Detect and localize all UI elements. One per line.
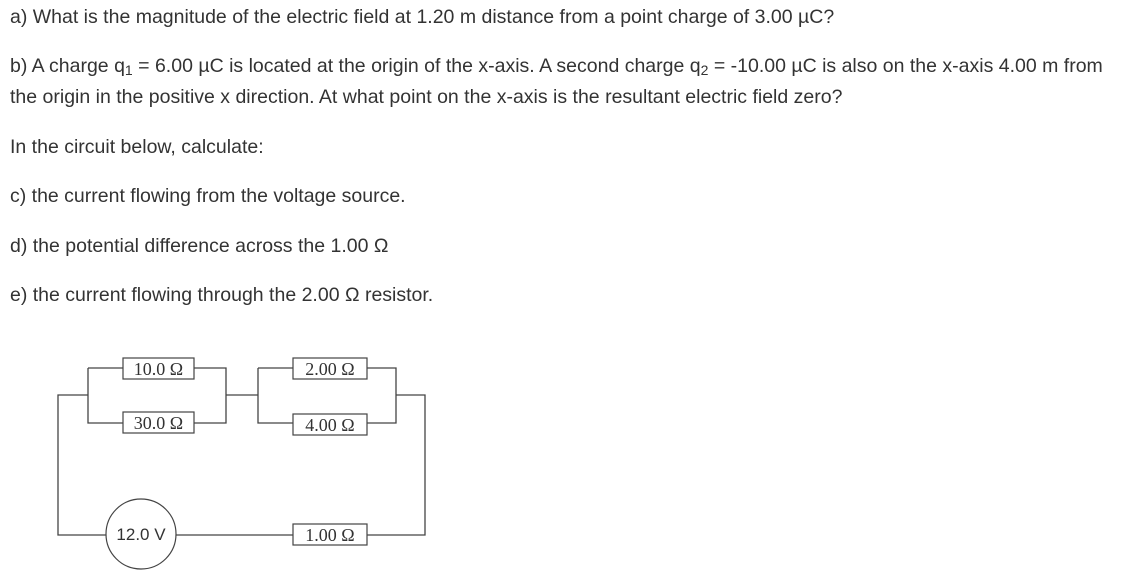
- question-b: b) A charge q1 = 6.00 µC is located at t…: [10, 51, 1120, 113]
- resistor-2-ohm: 2.00 Ω: [292, 357, 368, 380]
- question-d: d) the potential difference across the 1…: [10, 235, 389, 257]
- resistor-30-ohm: 30.0 Ω: [122, 411, 195, 434]
- question-e: e) the current flowing through the 2.00 …: [10, 284, 434, 306]
- resistor-10-ohm: 10.0 Ω: [122, 357, 195, 380]
- resistor-1-label: 1.00 Ω: [305, 525, 354, 545]
- resistor-10-label: 10.0 Ω: [134, 359, 183, 379]
- question-c: c) the current flowing from the voltage …: [10, 185, 406, 207]
- question-b-text-2: = 6.00 µC is located at the origin of th…: [132, 55, 701, 77]
- circuit-wires: [57, 367, 426, 536]
- resistor-4-label: 4.00 Ω: [305, 415, 354, 435]
- voltage-source-label: 12.0 V: [116, 525, 166, 544]
- resistor-4-ohm: 4.00 Ω: [292, 413, 368, 436]
- voltage-source: 12.0 V: [105, 498, 177, 570]
- q2-subscript: 2: [700, 61, 709, 78]
- question-b-text-1: b) A charge q: [10, 55, 125, 77]
- resistor-1-ohm: 1.00 Ω: [292, 523, 368, 546]
- question-b-text-3: = -10.00 µC is also on the x-axis 4.00 m…: [10, 55, 1103, 108]
- resistor-2-label: 2.00 Ω: [305, 359, 354, 379]
- question-a: a) What is the magnitude of the electric…: [10, 6, 835, 28]
- q1-subscript: 1: [124, 61, 133, 78]
- resistor-30-label: 30.0 Ω: [134, 413, 183, 433]
- circuit-intro: In the circuit below, calculate:: [10, 136, 264, 158]
